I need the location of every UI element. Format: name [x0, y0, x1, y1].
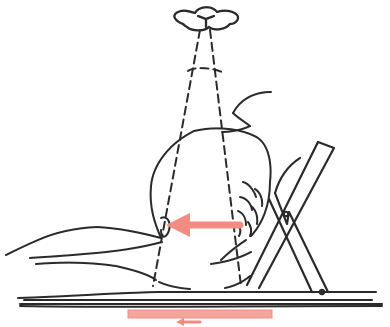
table-surface	[18, 292, 382, 307]
image-receptor	[128, 310, 272, 318]
x-ray-tube-icon	[174, 7, 238, 30]
beam-cone	[153, 30, 241, 286]
beam-direction-arrow	[166, 213, 240, 237]
backrest-support	[247, 142, 334, 294]
patient-outline	[6, 92, 271, 289]
receptor-arrow	[176, 318, 200, 326]
